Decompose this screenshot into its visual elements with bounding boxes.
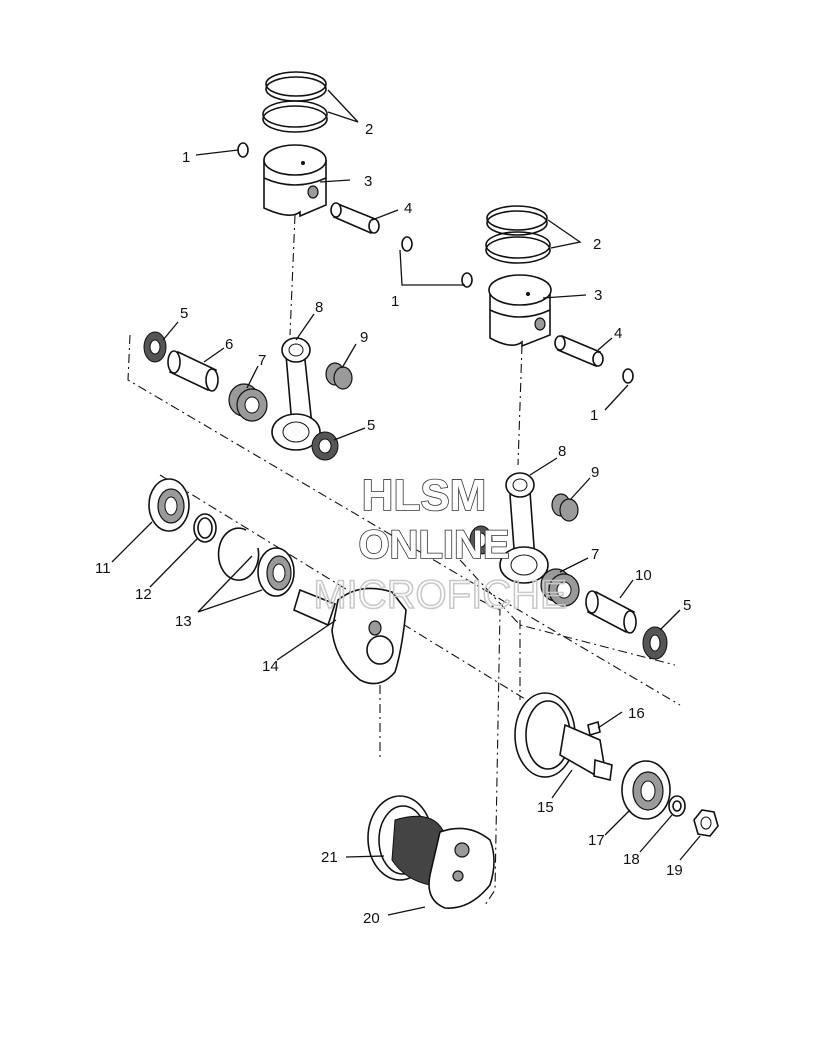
callout-10: 10 — [635, 567, 652, 584]
hex-nut — [693, 809, 719, 837]
bearing-left-inner — [257, 547, 295, 597]
main-bearing-right — [621, 760, 671, 820]
piston-pin-left — [330, 202, 380, 235]
spacer-right — [585, 590, 637, 634]
connecting-rod-right — [499, 472, 549, 584]
watermark-line-1: HLSM — [362, 471, 487, 520]
callout-1c: 1 — [590, 407, 598, 424]
callout-2b: 2 — [593, 236, 601, 253]
snap-ring-left — [217, 527, 260, 581]
seal-right-upper — [469, 525, 493, 555]
watermark-line-3: MICROFICHE — [313, 573, 566, 617]
circlip-center — [401, 236, 413, 252]
callout-3a: 3 — [364, 173, 372, 190]
piston-pin-right — [554, 334, 604, 368]
callout-5c: 5 — [683, 597, 691, 614]
callout-11: 11 — [95, 560, 111, 577]
circlip-left — [237, 142, 249, 158]
leader-lines — [111, 89, 701, 916]
callout-13: 13 — [175, 613, 192, 630]
callout-12: 12 — [135, 586, 152, 603]
callout-18: 18 — [623, 851, 640, 868]
callout-6a: 6 — [225, 336, 233, 353]
crank-assembly-lower — [367, 795, 495, 909]
seal-left-upper — [143, 331, 167, 363]
callout-14: 14 — [262, 658, 279, 675]
callout-7a: 7 — [258, 352, 266, 369]
callout-3b: 3 — [594, 287, 602, 304]
callout-9a: 9 — [360, 329, 368, 346]
needle-bearing-left-upper — [325, 362, 353, 390]
piston-rings-right — [485, 205, 551, 264]
callout-9b: 9 — [591, 464, 599, 481]
washer-left — [193, 513, 217, 543]
needle-bearing-left-lower — [228, 383, 268, 422]
callout-15: 15 — [537, 799, 554, 816]
main-bearing-left — [148, 478, 190, 532]
callout-17: 17 — [588, 832, 605, 849]
callout-8a: 8 — [315, 299, 323, 316]
needle-bearing-right-upper — [551, 493, 579, 522]
callout-5a: 5 — [180, 305, 188, 322]
crankshaft-left-half — [293, 587, 407, 685]
piston-left — [263, 144, 327, 218]
callout-7b: 7 — [591, 546, 599, 563]
spacer-left — [167, 350, 219, 392]
piston-rings-left — [262, 71, 328, 133]
lock-washer — [668, 795, 686, 817]
callout-labels: 1 2 3 4 1 2 3 4 1 5 6 7 8 9 5 8 9 7 10 5… — [95, 121, 691, 927]
callout-20: 20 — [363, 910, 380, 927]
seal-left-lower — [311, 431, 339, 461]
crankshaft-right-half — [514, 692, 613, 781]
circlip-right-lower — [622, 368, 634, 384]
connecting-rod-left — [271, 337, 321, 451]
callout-2a: 2 — [365, 121, 373, 138]
callout-19: 19 — [666, 862, 683, 879]
needle-bearing-right-lower — [540, 568, 580, 607]
piston-right — [488, 274, 552, 348]
callout-8b: 8 — [558, 443, 566, 460]
watermark: HLSM ONLINE MICROFICHE — [313, 470, 568, 618]
callout-16: 16 — [628, 705, 645, 722]
callout-21: 21 — [321, 849, 338, 866]
watermark-line-2: ONLINE — [358, 523, 509, 567]
callout-1a: 1 — [182, 149, 190, 166]
callout-4b: 4 — [614, 325, 622, 342]
callout-4a: 4 — [404, 200, 412, 217]
callout-5b: 5 — [367, 417, 375, 434]
callout-1b: 1 — [391, 293, 399, 310]
woodruff-key — [587, 720, 601, 737]
circlip-right-upper — [461, 272, 473, 288]
seal-right-lower — [642, 626, 668, 660]
